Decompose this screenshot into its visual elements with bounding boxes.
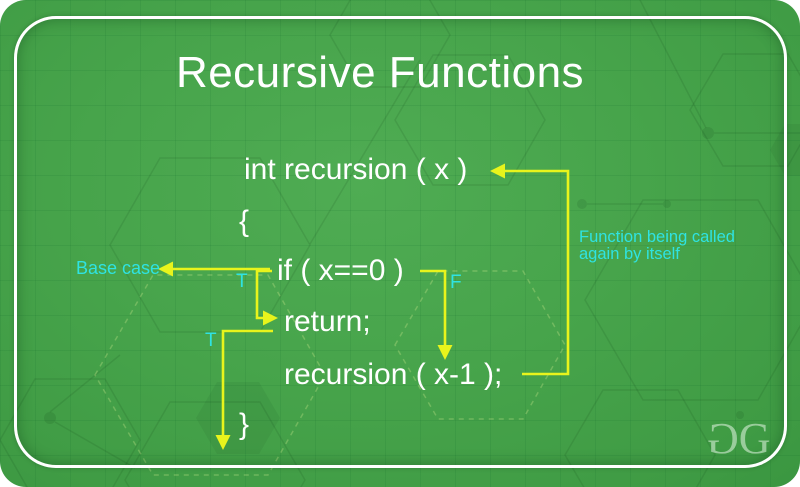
circuit-node (577, 199, 587, 209)
arrowhead-right-to-return (263, 310, 278, 326)
circuit-node (736, 411, 744, 419)
circuit-node (44, 412, 56, 424)
base-case-label: Base case (76, 258, 161, 278)
code-line-recursive-call: recursion ( x-1 ); (284, 358, 503, 391)
circuit-line (54, 421, 136, 469)
hexagon-outline (124, 401, 306, 487)
flow-recursion-loop (501, 169, 570, 376)
recursion-note-line2: again by itself (579, 245, 680, 263)
code-line-open-brace: { (239, 205, 250, 238)
hexagon-outline (564, 389, 716, 487)
code-line-if-condition: if ( x==0 ) (277, 254, 404, 287)
recursion-note-line1: Function being called (579, 228, 735, 246)
true-label-if: T (236, 271, 248, 292)
arrowhead-left-to-base-case (158, 261, 173, 277)
true-label-return: T (205, 330, 217, 351)
circuit-line (49, 354, 121, 413)
code-line-close-brace: } (239, 408, 250, 441)
circuit-node (702, 127, 714, 139)
geeksforgeeks-logo: GG (710, 414, 771, 463)
page-title: Recursive Functions (175, 48, 585, 97)
flow-true-bracket (255, 269, 272, 320)
code-line-return: return; (284, 305, 371, 338)
arrowhead-down-exit (215, 435, 231, 450)
hexagon-outline (109, 157, 311, 333)
hexagon-outline (394, 54, 546, 186)
flow-true-exit-path (221, 329, 273, 435)
circuit-node (663, 200, 671, 208)
false-label-if: F (450, 272, 462, 293)
hexagon-outline (329, 0, 451, 88)
hexagon-outline (689, 53, 800, 167)
arrowhead-down-to-recursive-call (437, 345, 453, 360)
code-line-signature: int recursion ( x ) (244, 153, 468, 186)
recursion-note: Function being called again by itself (579, 229, 735, 263)
hexagon-outline (0, 378, 141, 487)
logo-g-mirrored-icon: G (710, 414, 739, 463)
flow-false-path (420, 269, 447, 345)
hexagon-outline (584, 199, 800, 401)
circuit-line (309, 59, 421, 245)
arrowhead-left-to-signature (490, 163, 505, 179)
circuit-line (639, 0, 707, 129)
logo-g-icon: G (738, 414, 771, 463)
